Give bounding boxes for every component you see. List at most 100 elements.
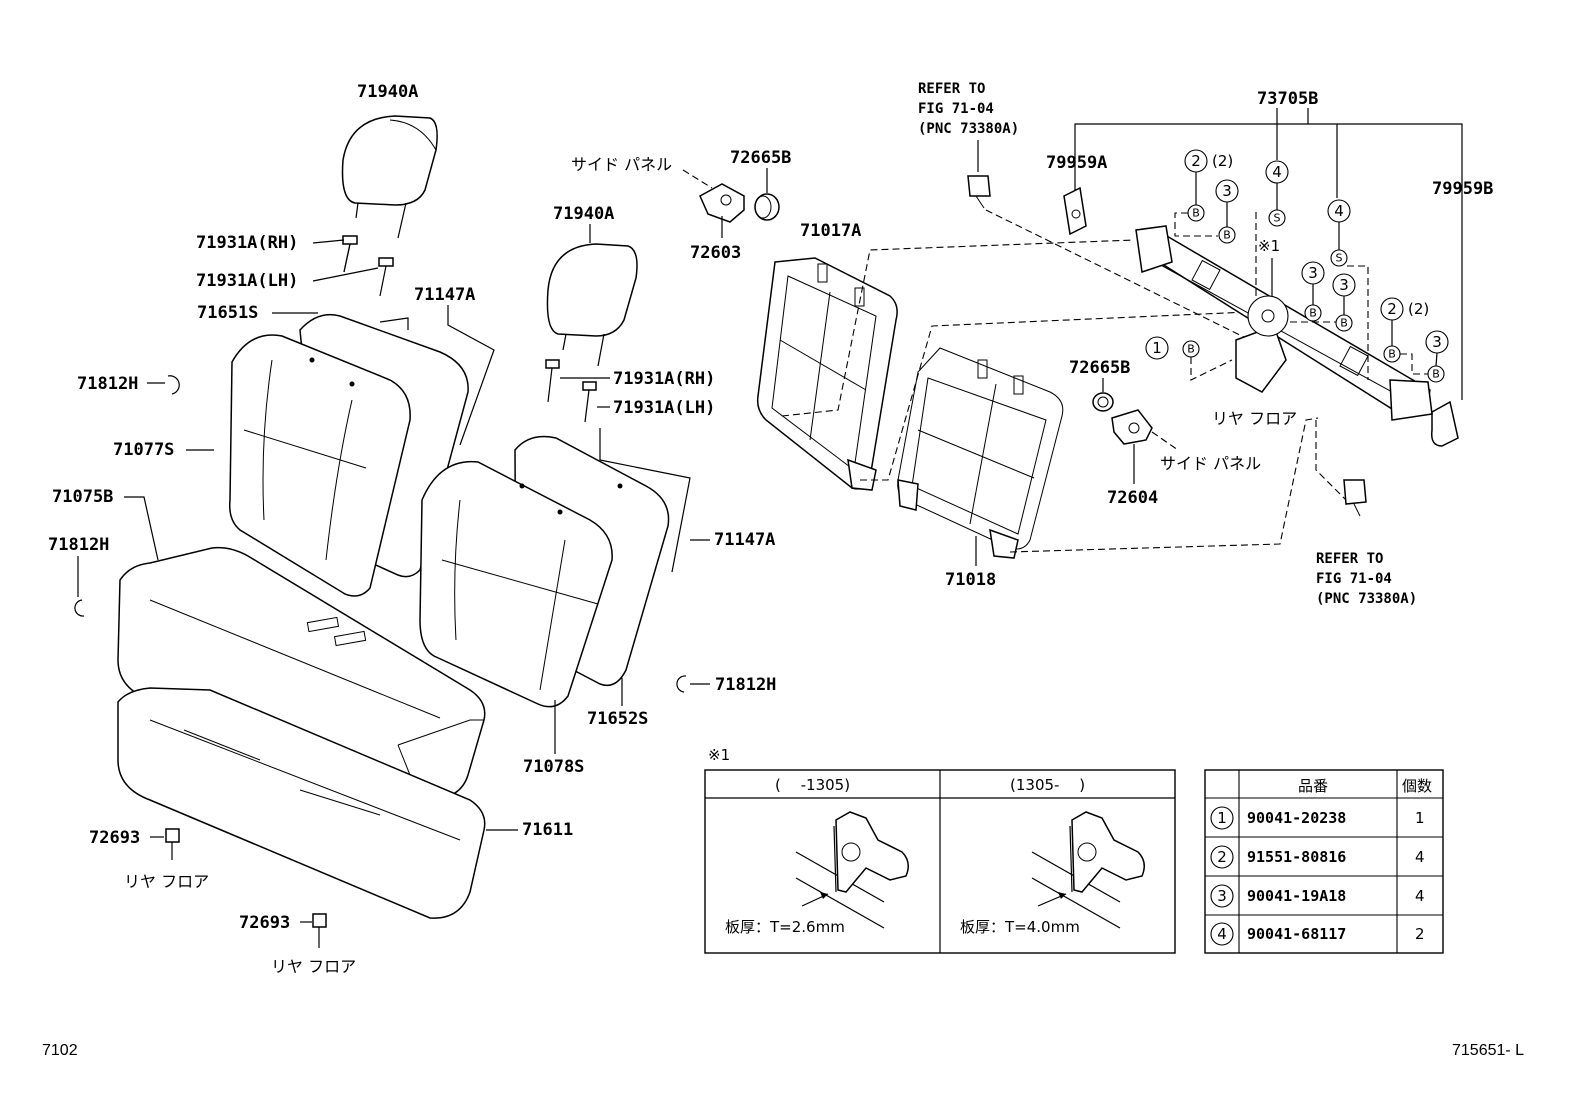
inset-right-drawing (1031, 811, 1145, 929)
refer-top-line-3: (PNC 73380A) (918, 121, 1019, 137)
label-hinge-1: 72603 (690, 243, 741, 263)
callout-1: 1 (1145, 336, 1169, 360)
svg-text:S: S (1274, 212, 1281, 225)
refer-bottom-line-3: (PNC 73380A) (1316, 591, 1417, 607)
svg-text:90041-19A18: 90041-19A18 (1247, 887, 1346, 905)
frame-left-drawing (756, 257, 898, 491)
svg-text:91551-80816: 91551-80816 (1247, 848, 1346, 866)
label-back-right: 71078S (523, 757, 584, 777)
svg-text:2: 2 (1387, 300, 1397, 318)
svg-text:4: 4 (1334, 202, 1344, 220)
label-cover-back-right: 71652S (587, 709, 648, 729)
cushion-frame-drawing (117, 687, 486, 919)
svg-text:2: 2 (1191, 152, 1201, 170)
label-headrest-right: 71940A (553, 204, 614, 224)
seatback-right-drawing (419, 435, 670, 708)
callout-b-5: B (1182, 340, 1200, 358)
bracket-a-drawing (1063, 186, 1087, 236)
inset-right-header: (1305- ) (1010, 776, 1085, 794)
table-row: 3 90041-19A18 4 (1210, 884, 1425, 908)
bracket-b-drawing (1430, 400, 1459, 447)
inset-left-header: ( -1305) (775, 776, 850, 794)
label-hook-1: 72693 (89, 828, 140, 848)
hook-2-drawing (312, 913, 327, 948)
svg-text:3: 3 (1339, 276, 1349, 294)
inset-right-note: 板厚：T=4.0mm (960, 918, 1080, 936)
svg-text:2: 2 (1217, 848, 1227, 866)
svg-text:3: 3 (1222, 182, 1232, 200)
inset-box (704, 769, 1176, 954)
table-row: 2 91551-80816 4 (1210, 845, 1425, 869)
inset-left-note: 板厚：T=2.6mm (725, 918, 845, 936)
label-pad-right: 71147A (714, 530, 775, 550)
svg-text:B: B (1223, 229, 1231, 242)
label-frame-right: 71018 (945, 570, 996, 590)
callout-4-top: 4 (1265, 160, 1289, 184)
callout-b-2: B (1218, 226, 1236, 244)
label-support-rh-left: 71931A(RH) (196, 233, 298, 253)
support-right-drawing (545, 359, 597, 423)
label-cushion-cover: 71075B (52, 487, 113, 507)
label-rear-floor-1: リヤ フロア (124, 872, 209, 891)
svg-text:B: B (1192, 207, 1200, 220)
callout-3-right: 3 (1425, 330, 1449, 354)
label-side-panel-1: サイド パネル (571, 155, 672, 174)
svg-text:(2): (2) (1212, 152, 1233, 170)
label-ring-top: 71812H (77, 374, 138, 394)
label-bracket-a: 79959A (1046, 153, 1107, 173)
label-support-lh-right: 71931A(LH) (613, 398, 715, 418)
callout-s-2: S (1330, 249, 1348, 267)
cap-1-drawing (754, 193, 780, 221)
svg-text:4: 4 (1415, 848, 1425, 866)
parts-table (1204, 769, 1444, 954)
footer-right: 715651- L (1452, 1042, 1525, 1059)
label-cap-2: 72665B (1069, 358, 1130, 378)
svg-text:B: B (1187, 343, 1195, 356)
svg-text:4: 4 (1217, 925, 1227, 943)
label-assy: 73705B (1257, 89, 1318, 109)
svg-text:90041-20238: 90041-20238 (1247, 809, 1346, 827)
label-hinge-2: 72604 (1107, 488, 1158, 508)
label-pad-left: 71147A (414, 285, 475, 305)
label-note-mark: ※1 (1258, 237, 1280, 255)
hinge-2-drawing (1111, 409, 1153, 445)
buckle-top-drawing (967, 175, 991, 209)
label-cushion-frame: 71611 (522, 820, 573, 840)
label-support-lh-left: 71931A(LH) (196, 271, 298, 291)
svg-text:(2): (2) (1408, 300, 1429, 318)
label-side-panel-2: サイド パネル (1160, 454, 1261, 473)
refer-top-line-1: REFER TO (918, 81, 985, 97)
cap-2-drawing (1092, 392, 1114, 412)
callout-b-4: B (1335, 314, 1353, 332)
hook-1-drawing (165, 828, 180, 860)
svg-text:4: 4 (1415, 887, 1425, 905)
svg-text:90041-68117: 90041-68117 (1247, 925, 1346, 943)
callout-3-top: 3 (1215, 179, 1239, 203)
refer-bottom-line-1: REFER TO (1316, 551, 1383, 567)
headrest-right-drawing (546, 243, 638, 367)
refer-bottom-line-2: FIG 71-04 (1316, 571, 1392, 587)
label-frame-left: 71017A (800, 221, 861, 241)
label-back-left: 71077S (113, 440, 174, 460)
svg-text:3: 3 (1308, 264, 1318, 282)
buckle-bottom-drawing (1343, 479, 1367, 517)
callout-3-mid-b: 3 (1332, 273, 1356, 297)
frame-assy-drawing (1135, 225, 1433, 421)
label-bracket-b: 79959B (1432, 179, 1493, 199)
svg-text:4: 4 (1272, 163, 1282, 181)
label-rear-floor-2: リヤ フロア (271, 957, 356, 976)
callout-2-right: 2 (2) (1380, 297, 1429, 321)
table-header-part: 品番 (1298, 777, 1328, 795)
table-row: 4 90041-68117 2 (1210, 922, 1425, 946)
callout-4-right: 4 (1327, 199, 1351, 223)
callout-2-top: 2 (2) (1184, 149, 1233, 173)
label-headrest-left: 71940A (357, 82, 418, 102)
svg-text:3: 3 (1432, 333, 1442, 351)
svg-text:3: 3 (1217, 887, 1227, 905)
seat-cushion-drawing (117, 546, 486, 801)
svg-text:2: 2 (1415, 925, 1425, 943)
refer-top-line-2: FIG 71-04 (918, 101, 994, 117)
svg-text:S: S (1336, 252, 1343, 265)
table-header-qty: 個数 (1402, 777, 1432, 795)
